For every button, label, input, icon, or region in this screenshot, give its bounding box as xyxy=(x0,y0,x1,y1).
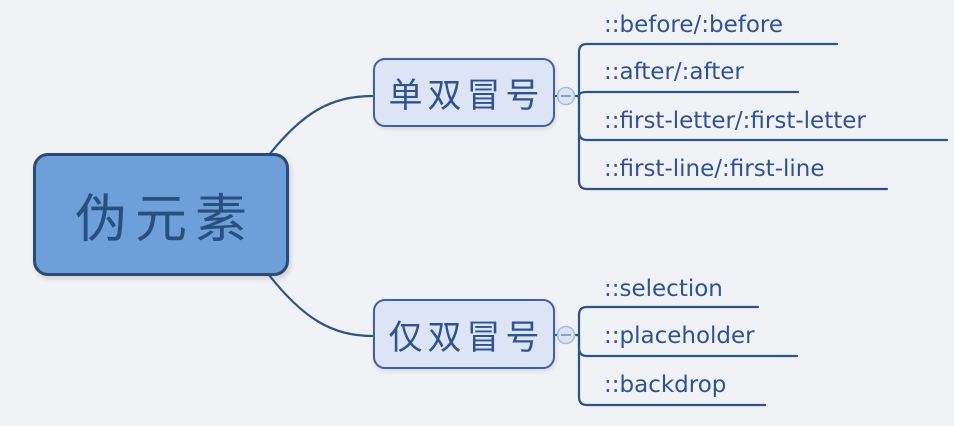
branch1-child4-underline xyxy=(577,94,889,191)
leaf-node-first-letter[interactable]: ::first-letter/:first-letter xyxy=(604,107,866,134)
leaf-node-after[interactable]: ::after/:after xyxy=(604,58,744,85)
root-node-label: 伪元素 xyxy=(74,192,255,249)
branch1-collapse-button[interactable] xyxy=(556,86,576,106)
branch-node-single-double-colon[interactable]: 单双冒号 xyxy=(373,58,555,127)
leaf-node-placeholder[interactable]: ::placeholder xyxy=(604,322,755,349)
branch-connectors xyxy=(267,42,949,407)
curve-root-to-branch2 xyxy=(267,273,374,338)
branch2-collapse-button[interactable] xyxy=(556,325,576,345)
branch1-child1-underline xyxy=(577,42,839,98)
root-node[interactable]: 伪元素 xyxy=(33,153,289,276)
branch-node-label: 单双冒号 xyxy=(388,78,545,115)
leaf-node-selection[interactable]: ::selection xyxy=(604,275,723,302)
branch-node-double-colon-only[interactable]: 仅双冒号 xyxy=(373,299,555,369)
leaf-node-backdrop[interactable]: ::backdrop xyxy=(604,371,727,398)
branch2-child3-underline xyxy=(577,333,767,407)
leaf-node-before[interactable]: ::before/:before xyxy=(604,11,784,38)
curve-root-to-branch1 xyxy=(267,94,374,157)
leaf-node-first-line[interactable]: ::first-line/:first-line xyxy=(604,155,825,182)
branch-node-label: 仅双冒号 xyxy=(388,319,545,357)
branch1-child2-underline xyxy=(577,90,800,98)
branch2-child1-underline xyxy=(577,305,760,337)
